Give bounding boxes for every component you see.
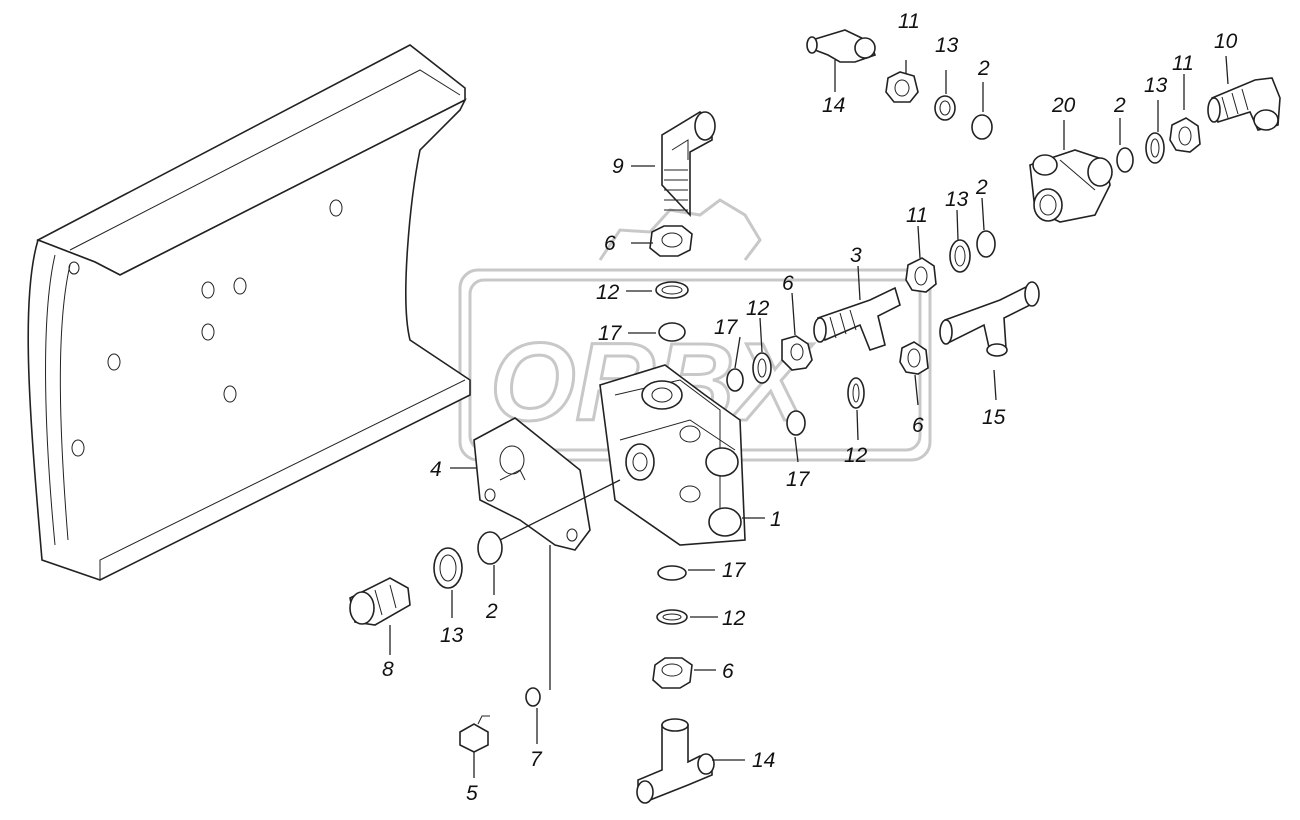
washer-2-upper (1116, 147, 1134, 173)
fitting-8 (349, 577, 411, 626)
label-2-lower: 2 (485, 600, 498, 623)
label-12-top: 12 (596, 281, 620, 304)
tee-fitting-15 (636, 718, 715, 804)
ring-17-top (658, 322, 686, 342)
label-6-bottom: 6 (722, 660, 734, 683)
washer-13-lower (433, 547, 463, 589)
washer-12-bottom (656, 609, 688, 625)
label-12-bottom: 12 (722, 607, 746, 630)
label-4: 4 (430, 458, 442, 481)
label-16: 15 (982, 406, 1006, 429)
label-11-upper: 11 (1172, 52, 1194, 75)
washer-7 (525, 687, 541, 707)
label-1: 1 (770, 508, 782, 531)
label-3: 3 (850, 244, 862, 267)
nut-11-upper (1169, 117, 1201, 153)
label-12-mid: 12 (746, 297, 770, 320)
label-5: 5 (466, 782, 478, 805)
tee-fitting-3 (813, 286, 901, 351)
label-11-mid: 11 (906, 204, 928, 227)
leader-lines (389, 55, 1229, 778)
washer-2-top (971, 114, 993, 140)
label-17-right: 17 (786, 468, 811, 491)
tee-fitting-14 (806, 29, 877, 63)
frame-bracket (27, 44, 471, 581)
label-7: 7 (530, 748, 543, 771)
label-6-right: 6 (912, 414, 924, 437)
washer-12-mid (752, 352, 772, 384)
nut-6-right (899, 341, 929, 375)
washer-13-upper (1145, 132, 1165, 164)
fitting-9 (661, 111, 716, 218)
washer-2-right (976, 230, 996, 258)
washer-2-lower (477, 531, 503, 565)
ring-17-bottom (657, 565, 687, 581)
nut-6-top (649, 225, 693, 257)
bolt-5 (459, 715, 490, 753)
label-6-mid: 6 (782, 272, 794, 295)
label-12-right: 12 (844, 444, 868, 467)
label-15: 14 (752, 749, 775, 772)
tee-fitting-16 (939, 281, 1040, 357)
washer-13-right (949, 239, 971, 273)
label-9: 9 (612, 155, 624, 178)
label-13-upper: 13 (1144, 74, 1168, 97)
label-13-lower: 13 (440, 624, 464, 647)
label-20: 20 (1051, 94, 1076, 117)
label-13-top: 13 (935, 34, 959, 57)
washer-13-top (934, 95, 956, 121)
label-17-mid: 17 (714, 316, 739, 339)
label-2-upper: 2 (1113, 94, 1126, 117)
label-11-top: 11 (898, 10, 920, 33)
label-17-top: 17 (598, 322, 623, 345)
nut-6-bottom (652, 657, 693, 689)
label-17-bottom: 17 (722, 559, 747, 582)
washer-12-top (655, 281, 689, 299)
fitting-20 (1029, 149, 1113, 223)
elbow-10 (1207, 77, 1281, 131)
label-2-mid: 2 (975, 176, 988, 199)
ring-17-right (786, 410, 806, 436)
label-6-top: 6 (604, 232, 616, 255)
valve-body (599, 364, 746, 546)
nut-11-right (905, 257, 937, 293)
label-10: 10 (1214, 30, 1238, 53)
label-14: 14 (822, 94, 845, 117)
label-13-mid: 13 (945, 188, 969, 211)
ring-17-mid (726, 368, 744, 392)
mounting-plate (473, 417, 591, 551)
label-8: 8 (382, 658, 394, 681)
label-2-top: 2 (977, 57, 990, 80)
washer-12-right (847, 377, 865, 409)
nut-11-top (885, 71, 919, 103)
nut-6-mid (781, 335, 813, 371)
part-labels: 9 6 12 17 17 12 6 3 11 13 2 12 6 15 17 1… (382, 10, 1238, 805)
